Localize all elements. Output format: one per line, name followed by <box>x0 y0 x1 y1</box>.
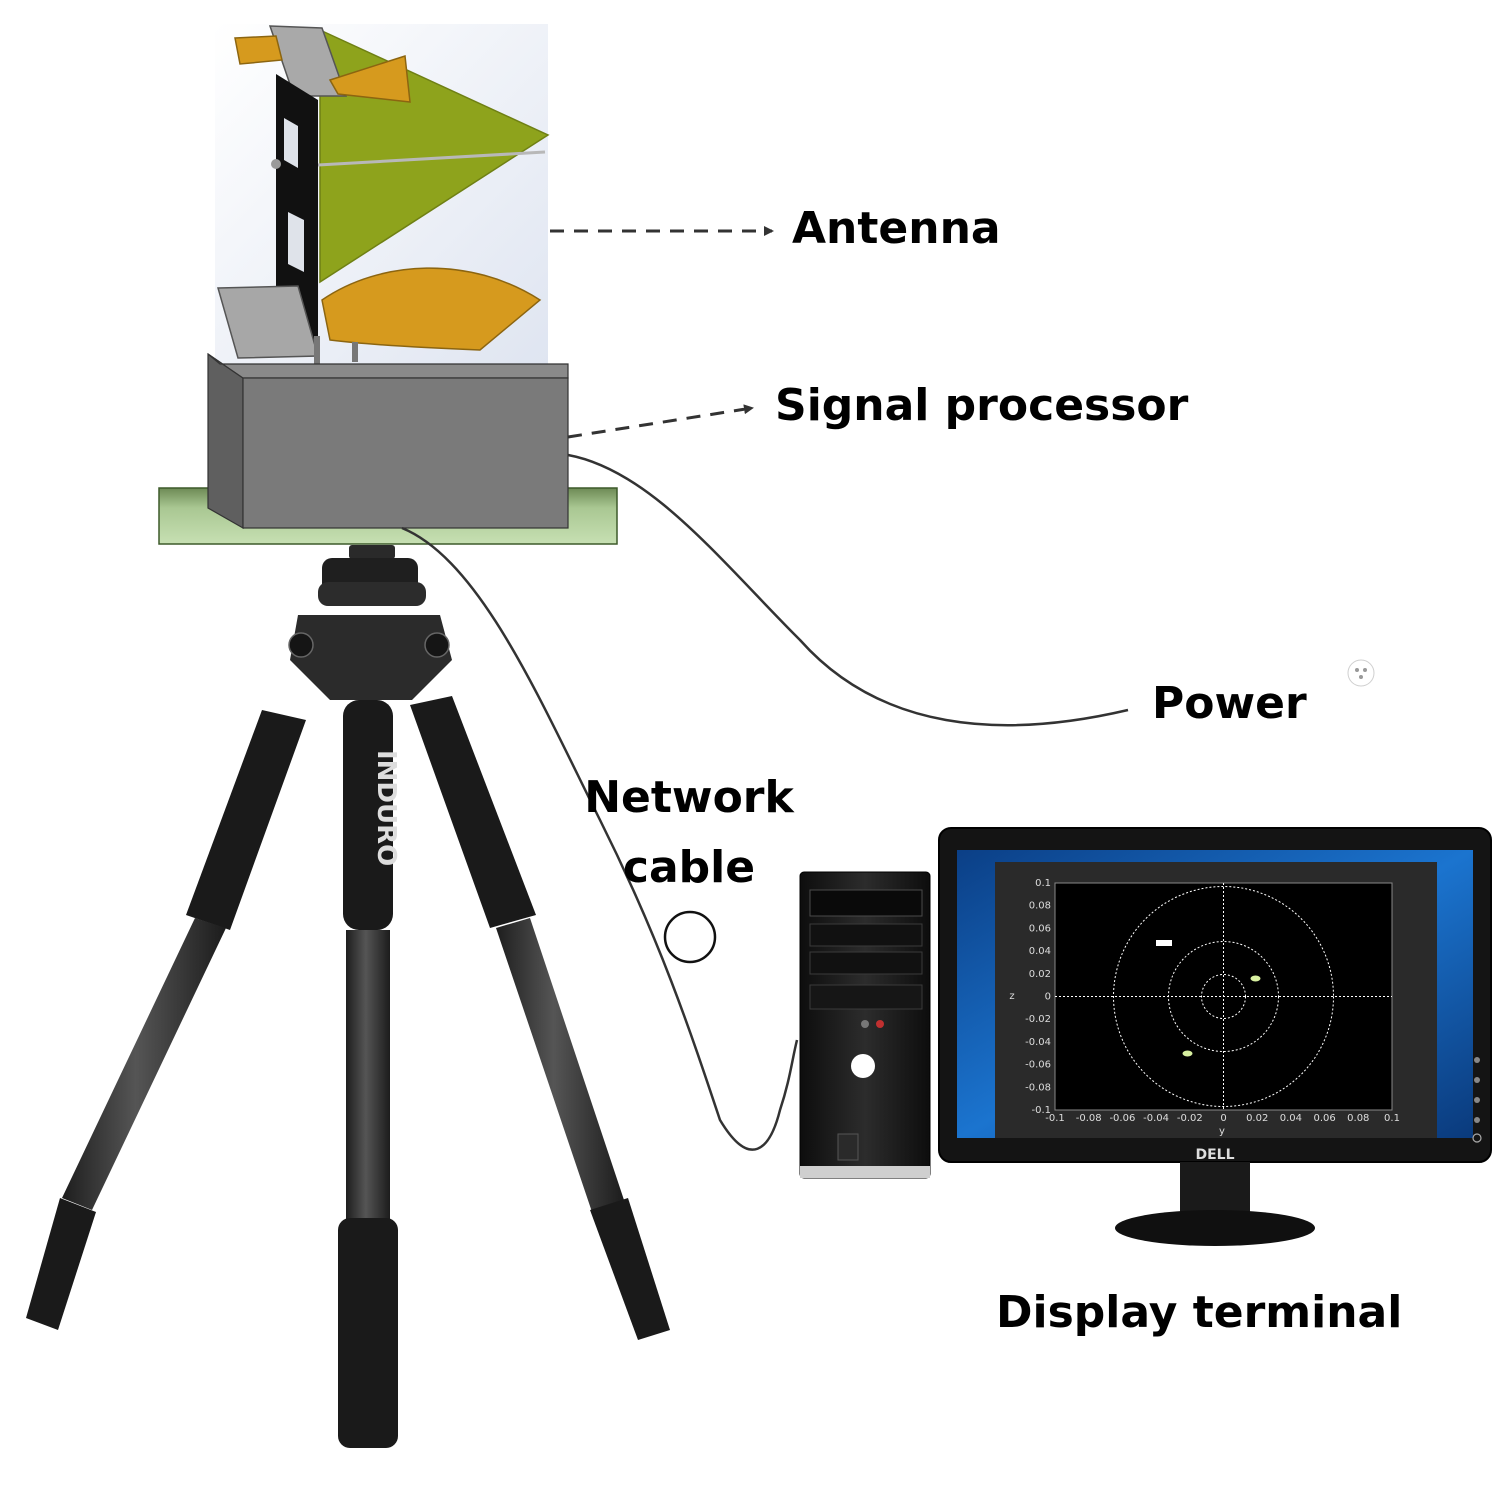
antenna-post <box>352 342 358 362</box>
antenna-bottom-flare <box>321 267 542 351</box>
tripod-center-leg-foot <box>338 1218 398 1448</box>
tripod-center-leg-tube <box>346 930 390 1220</box>
processor-front-face <box>242 377 569 529</box>
tripod-leg-lock-knob <box>424 632 450 658</box>
screen-range-ring <box>1201 974 1246 1019</box>
screen-x-tick-label: 0.08 <box>1347 1113 1369 1124</box>
tripod-spider <box>290 615 452 700</box>
antenna-horn-rod <box>317 150 546 167</box>
pc-audio-port <box>876 1020 884 1028</box>
screen-x-axis-title: y <box>1219 1126 1225 1137</box>
screen-y-axis-title: z <box>1009 991 1014 1002</box>
screen-x-tick-label: -0.04 <box>1143 1113 1169 1124</box>
antenna-post <box>314 336 320 366</box>
tripod-mount-screw <box>349 545 395 559</box>
tripod-left-leg-upper <box>186 710 306 930</box>
network-cable-label: Network cable <box>560 763 818 903</box>
screen-plot-tag <box>1156 940 1172 946</box>
signal-processor-label: Signal processor <box>775 380 1189 431</box>
screen-target-dot <box>1182 1050 1193 1057</box>
monitor-button-icon <box>1474 1097 1480 1103</box>
screen-y-tick-label: 0.04 <box>1029 946 1051 957</box>
network-cable-label-line-2: cable <box>622 842 756 893</box>
tripod: INDURO <box>26 545 670 1448</box>
antenna-top-flare <box>234 35 283 65</box>
screen-y-tick-label: -0.1 <box>1031 1105 1051 1116</box>
monitor: DELL -0.1 -0.08 -0.06 -0.04 -0.02 0 0.02 0.04 0.… <box>938 827 1492 1246</box>
tripod-center-leg-upper <box>343 700 393 930</box>
pc-card-reader <box>809 984 923 1010</box>
screen-target-dot <box>1250 975 1261 982</box>
tripod-knob <box>318 582 426 606</box>
screen-range-ring <box>1168 941 1279 1052</box>
screen-y-tick-label: 0.02 <box>1029 969 1051 980</box>
pc-power-button <box>837 1133 859 1161</box>
screen-y-tick-label: 0.06 <box>1029 923 1051 934</box>
antenna-frame-window-1 <box>284 118 298 168</box>
screen-x-tick-label: -0.1 <box>1045 1113 1065 1124</box>
antenna-frame-bolt <box>271 159 281 169</box>
processor-top-face <box>207 353 569 379</box>
tripod-right-leg-foot <box>590 1198 670 1340</box>
power-plug-icon <box>1347 659 1375 687</box>
antenna-illustration <box>215 24 550 366</box>
antenna-top-plate <box>268 25 348 97</box>
network-cable-label-line-1: Network <box>584 772 794 823</box>
screen-x-tick-label: 0 <box>1220 1113 1226 1124</box>
screen-y-tick-label: -0.08 <box>1025 1082 1051 1093</box>
screen-y-tick-label: -0.02 <box>1025 1014 1051 1025</box>
hp-logo-icon <box>851 1054 875 1078</box>
pc-optical-drive <box>809 889 923 917</box>
signal-processor-box <box>207 352 569 530</box>
monitor-button-icon <box>1474 1117 1480 1123</box>
signal-processor-pointer-arrow <box>567 404 754 439</box>
monitor-button-icon <box>1474 1057 1480 1063</box>
tripod-brand-label: INDURO <box>371 750 401 866</box>
monitor-power-icon <box>1472 1133 1482 1143</box>
tripod-left-leg-foot <box>26 1198 96 1330</box>
tripod-left-leg-tube <box>62 918 226 1210</box>
pc-drive-bay <box>809 923 923 947</box>
network-cable <box>401 526 799 1151</box>
screen-x-tick-label: 0.06 <box>1313 1113 1335 1124</box>
monitor-neck <box>1180 1162 1250 1218</box>
monitor-stand-base <box>1115 1210 1315 1246</box>
screen-plot: -0.1 -0.08 -0.06 -0.04 -0.02 0 0.02 0.04 0.06 0.0… <box>1025 878 1400 1124</box>
pc-base <box>800 1166 930 1178</box>
tripod-right-leg-tube <box>496 918 624 1212</box>
screen-y-tick-label: 0 <box>1045 992 1051 1003</box>
network-cable-marker <box>663 910 717 964</box>
screen-range-ring <box>1113 886 1334 1107</box>
screen-x-tick-label: -0.08 <box>1076 1113 1102 1124</box>
tripod-leg-lock-knob <box>288 632 314 658</box>
screen-y-tick-label: 0.08 <box>1029 901 1051 912</box>
screen-y-tick-label: 0.1 <box>1035 878 1051 889</box>
screen-x-tick-label: -0.02 <box>1177 1113 1203 1124</box>
screen-x-tick-label: 0.04 <box>1280 1113 1302 1124</box>
tripod-right-leg-upper <box>410 696 536 928</box>
antenna-top-ridge <box>328 55 411 103</box>
power-label: Power <box>1152 678 1307 729</box>
pc-drive-bay <box>809 951 923 975</box>
power-cable <box>567 453 1129 727</box>
pc-tower <box>799 871 931 1179</box>
pc-audio-port <box>861 1020 869 1028</box>
display-terminal-label: Display terminal <box>996 1287 1403 1338</box>
antenna-label: Antenna <box>792 203 1001 254</box>
screen-y-tick-label: -0.06 <box>1025 1060 1051 1071</box>
processor-side-face <box>207 352 244 530</box>
monitor-button-icon <box>1474 1077 1480 1083</box>
monitor-brand-label: DELL <box>1195 1147 1234 1163</box>
screen-x-tick-label: -0.06 <box>1109 1113 1135 1124</box>
screen-x-tick-label: 0.1 <box>1384 1113 1400 1124</box>
screen-y-tick-label: -0.04 <box>1025 1037 1051 1048</box>
antenna-frame-window-2 <box>288 212 304 272</box>
screen-x-tick-label: 0.02 <box>1246 1113 1268 1124</box>
